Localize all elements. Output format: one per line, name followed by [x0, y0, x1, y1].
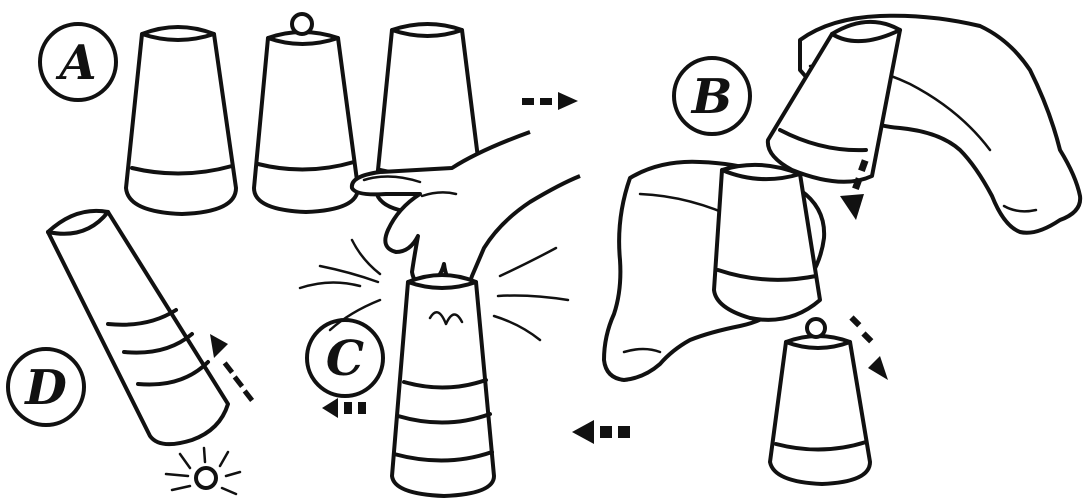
cup-small-with-ball	[770, 319, 870, 484]
step-d-badge-letter: D	[23, 360, 67, 416]
cup-left	[126, 27, 236, 214]
ball-icon	[807, 319, 825, 337]
ball-icon	[292, 14, 312, 34]
ball-icon	[196, 468, 216, 488]
step-a-badge: A	[40, 24, 116, 100]
dashed-arrow-right-icon	[522, 92, 578, 110]
step-b-badge: B	[674, 58, 750, 134]
small-dashed-arrow-left-icon	[322, 398, 366, 418]
step-d-group: D	[8, 211, 254, 494]
step-c-group: C	[300, 240, 568, 496]
step-b-badge-letter: B	[690, 69, 733, 125]
step-b-group: B	[572, 16, 1080, 484]
cup-middle-with-ball	[254, 14, 358, 212]
step-c-badge-letter: C	[326, 331, 364, 387]
stacked-cups	[392, 275, 494, 496]
cup-tilted-upper	[768, 22, 900, 182]
step-a-badge-letter: A	[55, 35, 96, 91]
revealed-ball-sparkle-icon	[166, 448, 240, 494]
step-d-badge: D	[8, 349, 84, 425]
dashed-arrow-left-icon	[572, 420, 630, 444]
cup-held-lower	[714, 165, 820, 320]
step-c-badge: C	[307, 320, 383, 396]
